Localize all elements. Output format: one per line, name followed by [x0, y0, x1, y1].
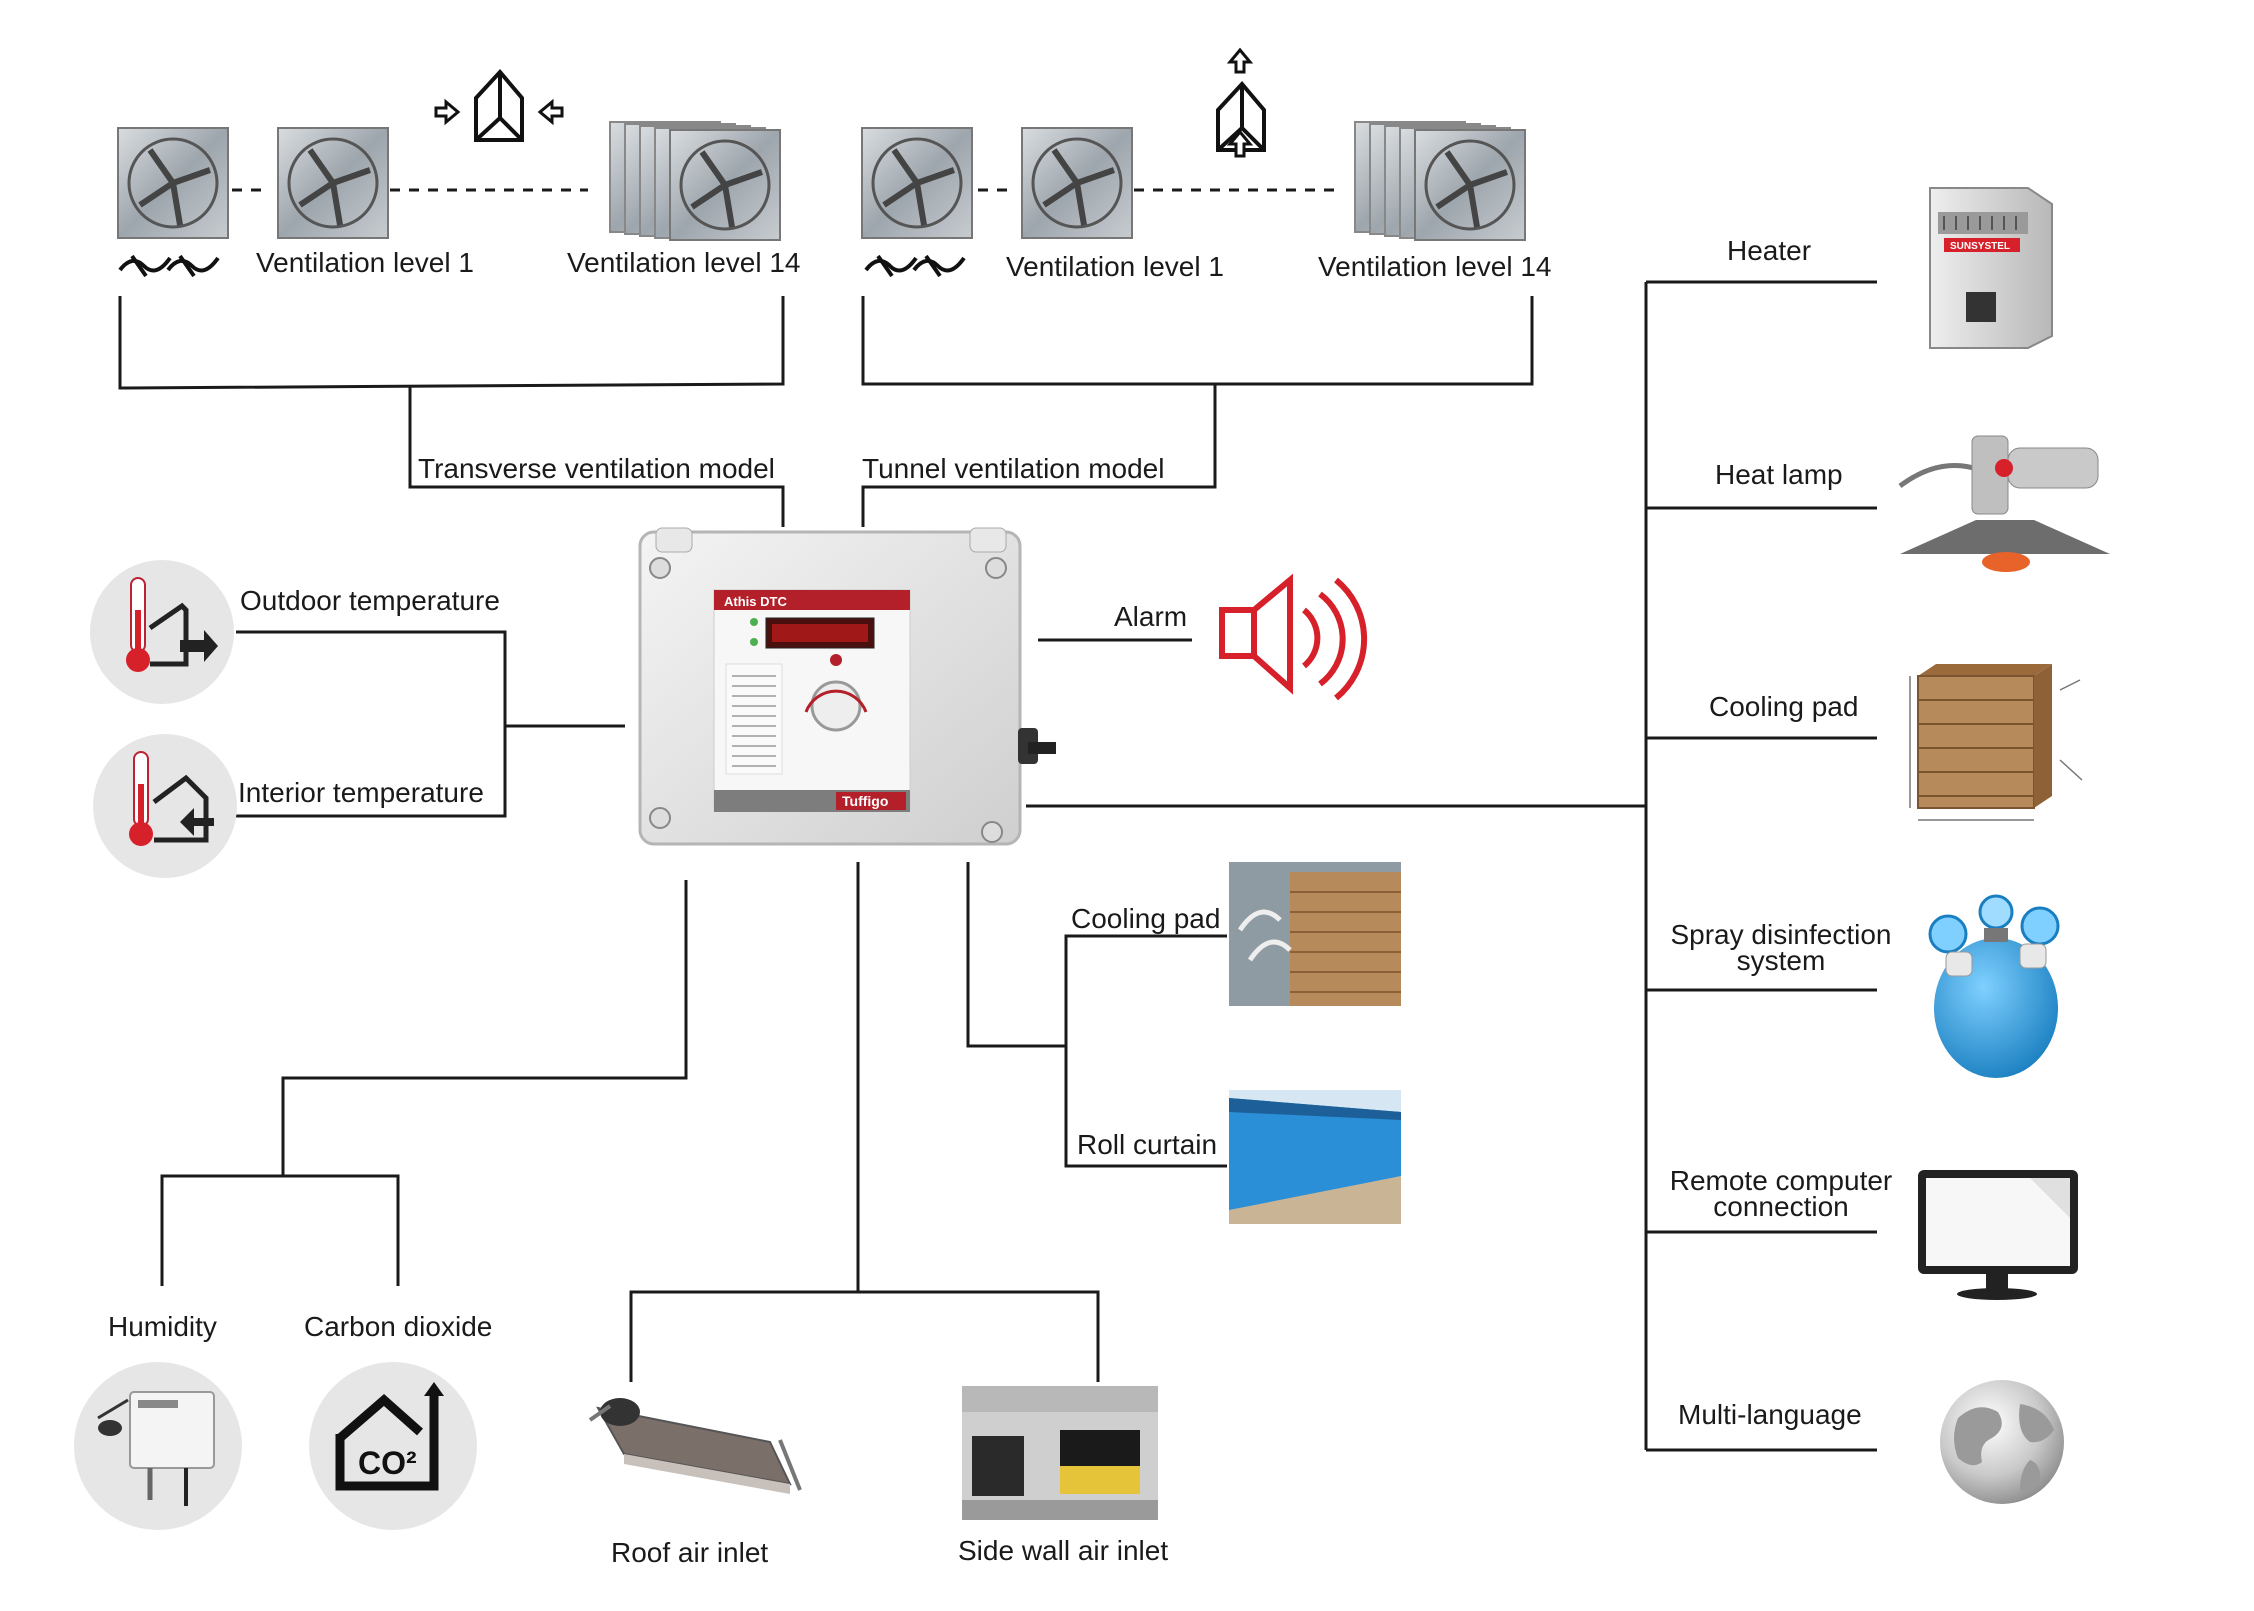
globe-icon — [1940, 1380, 2064, 1504]
remote-computer-label: Remote computer connection — [1669, 1165, 1893, 1222]
heat-lamp-label: Heat lamp — [1715, 459, 1843, 490]
roll-curtain-photo — [1229, 1090, 1401, 1224]
humidity-label: Humidity — [108, 1311, 217, 1342]
interior-temperature-label: Interior temperature — [238, 777, 484, 808]
transverse-level-last-label: Ventilation level 14 — [567, 247, 801, 278]
tunnel-level-first-label: Ventilation level 1 — [1006, 251, 1224, 282]
tunnel-model-label: Tunnel ventilation model — [862, 453, 1165, 484]
fan-bank-tunnel — [1354, 121, 1526, 241]
controller-brand-label: Tuffigo — [842, 793, 888, 809]
transverse-model-label: Transverse ventilation model — [418, 453, 775, 484]
tunnel-airflow-icon — [1216, 47, 1266, 158]
co2-icon — [309, 1362, 477, 1530]
fan-transverse-b — [277, 127, 389, 239]
controller-box — [638, 527, 1056, 846]
outdoor-temperature-icon — [90, 560, 234, 704]
fan-transverse-a — [117, 127, 229, 239]
co2-icon-text: CO² — [358, 1445, 417, 1481]
carbon-dioxide-label: Carbon dioxide — [304, 1311, 493, 1342]
multi-language-label: Multi-language — [1678, 1399, 1862, 1430]
fan-tunnel-b — [1021, 127, 1133, 239]
heater-label: Heater — [1727, 235, 1812, 266]
alarm-label: Alarm — [1114, 601, 1188, 632]
humidity-sensor-icon — [74, 1362, 242, 1530]
cooling-pad-photo — [1229, 862, 1401, 1006]
spray-disinfection-photo — [1928, 894, 2060, 1078]
heat-lamp-photo — [1898, 435, 2110, 572]
roof-air-inlet-label: Roof air inlet — [611, 1537, 769, 1568]
cooling-pad-diagram — [1909, 664, 2083, 821]
monitor-icon — [1918, 1170, 2078, 1300]
tunnel-level-last-label: Ventilation level 14 — [1318, 251, 1552, 282]
middle-cooling-pad-label: Cooling pad — [1071, 903, 1221, 934]
interior-temperature-icon — [93, 734, 237, 878]
heater-brand-label: SUNSYSTEL — [1950, 241, 2010, 252]
side-wall-air-inlet-label: Side wall air inlet — [958, 1535, 1169, 1566]
connector-lines — [118, 188, 1877, 1452]
alarm-icon — [1219, 573, 1368, 701]
right-cooling-pad-label: Cooling pad — [1709, 691, 1859, 722]
spray-disinfection-label: Spray disinfection system — [1670, 919, 1892, 976]
heater-photo — [1929, 187, 2053, 349]
controller-model-label: Athis DTC — [724, 594, 787, 609]
fan-symbol-icon — [118, 254, 966, 278]
side-wall-air-inlet-photo — [962, 1386, 1158, 1520]
fan-tunnel-a — [861, 127, 973, 239]
roof-air-inlet-photo — [588, 1398, 802, 1494]
outdoor-temperature-label: Outdoor temperature — [240, 585, 500, 616]
roll-curtain-label: Roll curtain — [1077, 1129, 1218, 1160]
fan-bank-transverse — [609, 121, 781, 241]
transverse-level-first-label: Ventilation level 1 — [256, 247, 474, 278]
transverse-airflow-icon — [434, 68, 564, 142]
